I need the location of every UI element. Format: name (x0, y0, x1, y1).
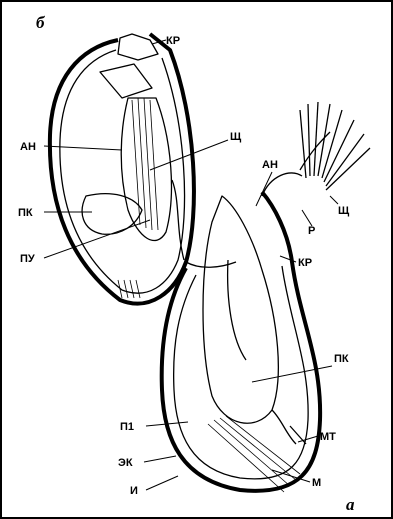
leader-kr-right (280, 256, 296, 262)
leader-pu (44, 220, 150, 258)
leader-i (146, 476, 178, 490)
leader-pk-right (252, 366, 332, 382)
panel-letter-b: б (36, 13, 46, 32)
leader-sh-left (150, 140, 228, 170)
label-sh-right: Щ (338, 205, 350, 217)
label-an-left: АН (20, 141, 36, 153)
label-pk-left: ПК (18, 207, 33, 219)
label-i: И (130, 485, 138, 497)
label-pu: ПУ (20, 253, 35, 265)
leader-an-left (44, 146, 122, 150)
leader-sh-right (330, 196, 338, 204)
tentacle-crown (300, 102, 370, 190)
label-ek: ЭК (118, 457, 133, 469)
leader-ek (144, 456, 176, 462)
label-kr-right: КР (298, 257, 312, 269)
label-m: М (312, 477, 321, 489)
label-r: Р (308, 225, 315, 237)
label-p1: П1 (120, 421, 134, 433)
panel-letter-a: а (346, 495, 355, 514)
zooid-retracted (50, 34, 194, 304)
label-sh-left: Щ (230, 131, 242, 143)
leader-r (302, 210, 312, 226)
label-kr-top: КР (166, 35, 180, 47)
label-pk-right: ПК (334, 353, 349, 365)
label-mt: МТ (320, 431, 336, 443)
label-an-right: АН (262, 159, 278, 171)
